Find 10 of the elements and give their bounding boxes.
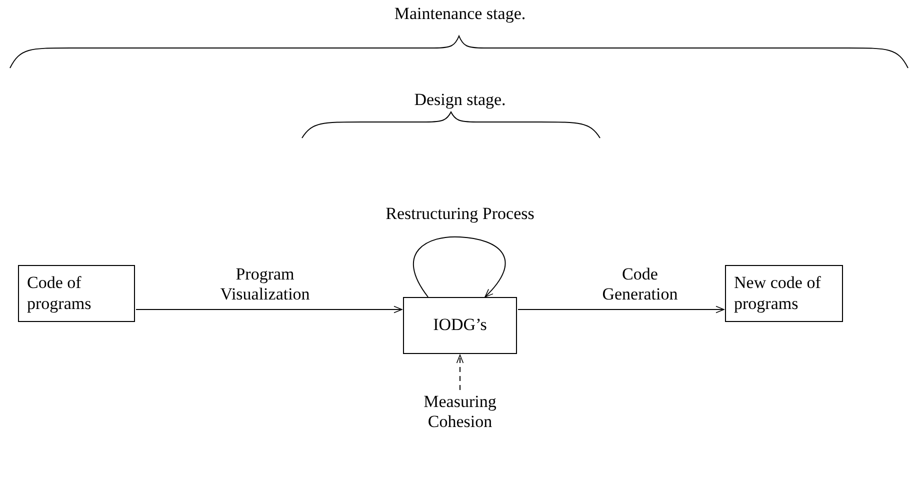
arrow <box>136 306 402 314</box>
arrow <box>456 354 464 390</box>
arrow <box>413 236 506 298</box>
process-box: IODG’s <box>403 297 517 354</box>
node-label: Measuring Cohesion <box>422 392 498 432</box>
arrow <box>518 306 724 314</box>
process-box: Code of programs <box>18 265 135 322</box>
process-box: New code of programs <box>725 265 843 322</box>
stage-label: Maintenance stage. <box>394 4 526 24</box>
stage-label: Design stage. <box>414 90 506 110</box>
